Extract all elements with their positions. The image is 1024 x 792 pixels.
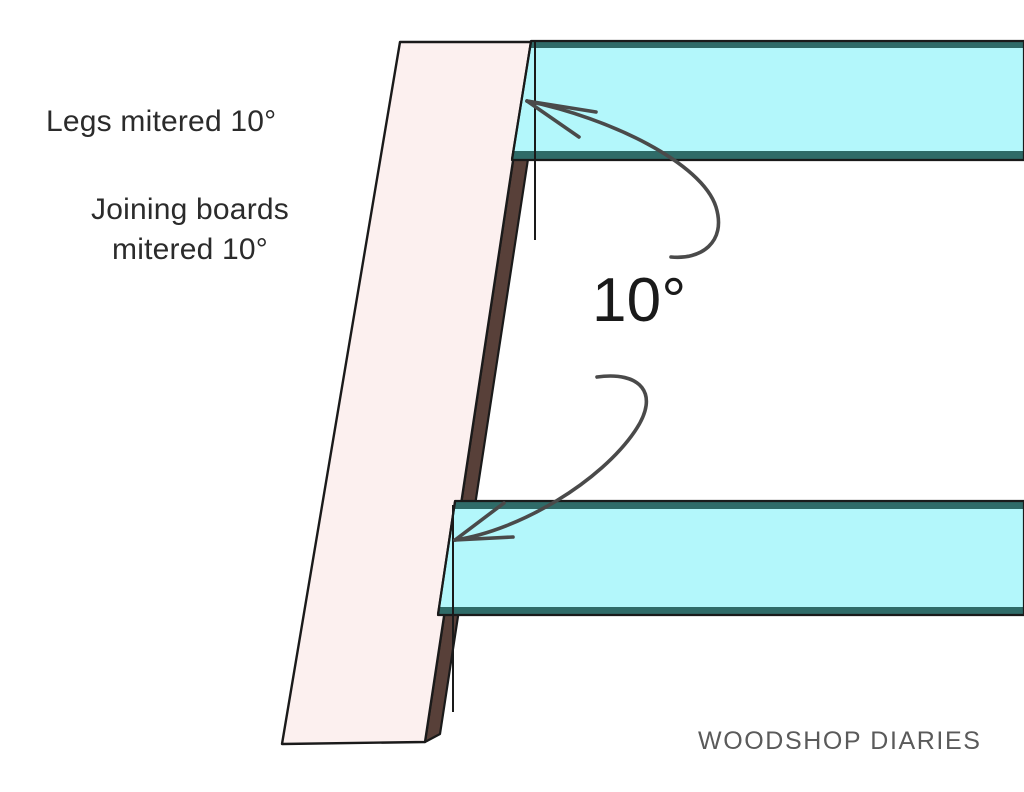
leg-board-group [280,40,547,746]
lower-board-bottom-edge [438,607,1024,616]
bottom-joint-arrow-shaft [453,374,649,542]
joining-note-line-2: mitered 10° [112,232,268,266]
top-joint-arrow-shaft [525,99,721,260]
joining-boards-mitered-note: Joining boards mitered 10° [60,194,320,265]
top-joint-arrow [525,99,721,260]
watermark-woodshop-diaries: WOODSHOP DIARIES [698,727,982,755]
top-joint-arrow-barb-upper [525,99,598,114]
upper-joining-board-group [510,39,1024,162]
upper-board-face [512,45,1024,158]
upper-board-bottom-edge [512,151,1024,161]
bottom-joint-arrow [453,374,649,542]
top-joint-arrow-barb-lower [525,99,581,139]
bottom-joint-arrow-barb-upper [453,501,506,542]
lower-board-face [438,505,1024,613]
legs-mitered-note: Legs mitered 10° [46,105,277,138]
angle-callout-label: 10° [592,266,687,335]
lower-board-top-edge [455,500,1024,509]
leg-board-front-face [280,40,533,746]
joining-note-line-1: Joining boards [91,193,289,226]
bottom-joint-arrow-barb-lower [453,535,515,542]
lower-joining-board-group [436,499,1024,617]
upper-board-miter-end [510,41,533,160]
